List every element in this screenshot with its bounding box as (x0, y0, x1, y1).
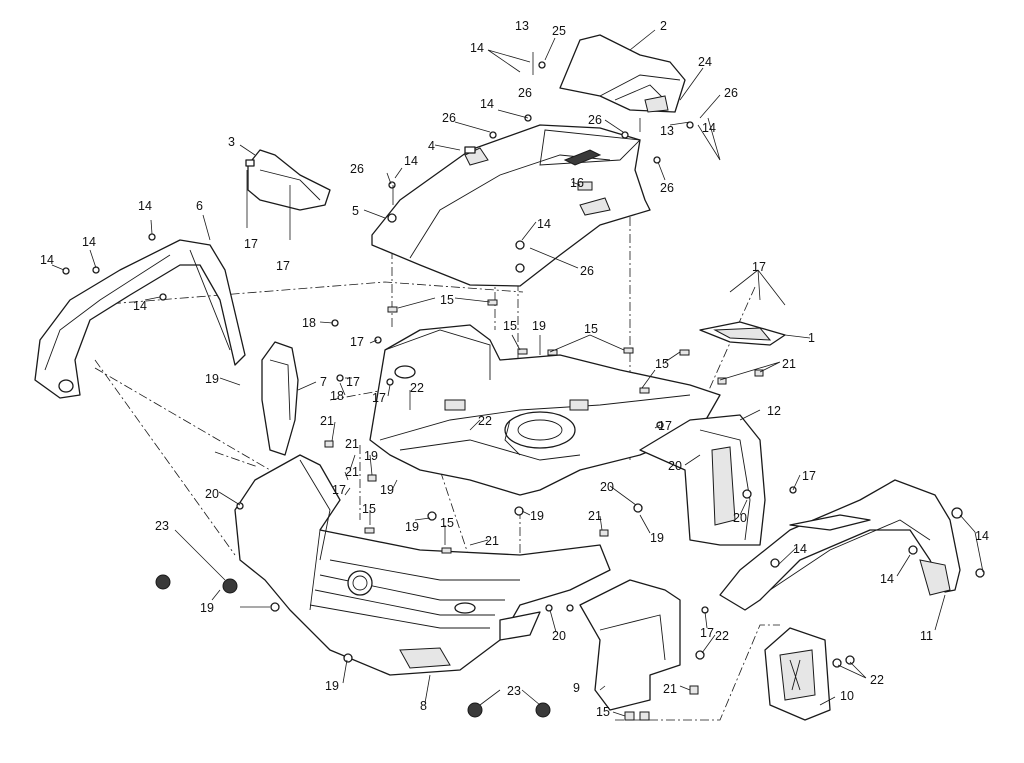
callout-4: 4 (428, 139, 435, 153)
leader-lines (51, 29, 984, 717)
part-3-bracket (247, 149, 331, 211)
part-1-panel (699, 321, 786, 346)
callout-1: 1 (808, 331, 815, 345)
callout-19d: 19 (380, 483, 394, 497)
callout-26d: 26 (588, 113, 602, 127)
callout-14l: 14 (793, 542, 807, 556)
callout-14g: 14 (82, 235, 96, 249)
part-6-front-rail (34, 239, 246, 399)
callout-17f: 17 (372, 391, 386, 405)
callout-9: 9 (573, 681, 580, 695)
callout-21f: 21 (485, 534, 499, 548)
callout-17i: 17 (332, 483, 346, 497)
callout-14e: 14 (537, 217, 551, 231)
callout-14a: 14 (470, 41, 484, 55)
callout-14d: 14 (404, 154, 418, 168)
part-5-hood (371, 124, 651, 287)
callout-19a: 19 (532, 319, 546, 333)
callout-19e: 19 (405, 520, 419, 534)
callout-21g: 21 (663, 682, 677, 696)
callout-20a: 20 (668, 459, 682, 473)
callout-17h: 17 (802, 469, 816, 483)
callout-17a: 17 (244, 237, 258, 251)
callout-12: 12 (767, 404, 781, 418)
callout-19c: 19 (364, 449, 378, 463)
callout-2: 2 (660, 19, 667, 33)
callout-13b: 13 (660, 124, 674, 138)
callout-26c: 26 (442, 111, 456, 125)
callout-26e: 26 (350, 162, 364, 176)
callout-18a: 18 (302, 316, 316, 330)
part-7-side-plate (261, 341, 299, 456)
callout-13a: 13 (515, 19, 529, 33)
part-10-grille-panel (764, 627, 831, 721)
callout-16: 16 (570, 176, 584, 190)
callout-19h: 19 (200, 601, 214, 615)
callout-11: 11 (920, 629, 933, 643)
callout-24: 24 (698, 55, 712, 69)
callout-22c: 22 (715, 629, 729, 643)
callout-14i: 14 (133, 299, 147, 313)
callout-5: 5 (352, 204, 359, 218)
callout-14f: 14 (138, 199, 152, 213)
callout-17c: 17 (752, 260, 766, 274)
callout-15c: 15 (584, 322, 598, 336)
callout-17b: 17 (276, 259, 290, 273)
callout-19g: 19 (650, 531, 664, 545)
callout-15d: 15 (655, 357, 669, 371)
callout-18b: 18 (330, 389, 344, 403)
callout-19b: 19 (205, 372, 219, 386)
callout-21d: 21 (345, 465, 359, 479)
callout-14j: 14 (975, 529, 989, 543)
callout-25: 25 (552, 24, 566, 38)
fasteners (62, 52, 985, 721)
callout-15e: 15 (362, 502, 376, 516)
callout-15g: 15 (596, 705, 610, 719)
callout-17g: 17 (658, 419, 672, 433)
callout-19i: 19 (325, 679, 339, 693)
callout-21c: 21 (345, 437, 359, 451)
part-9-lower-cover (579, 579, 681, 711)
callout-8: 8 (420, 699, 427, 713)
callout-21a: 21 (782, 357, 796, 371)
callout-14c: 14 (702, 121, 716, 135)
part-11-rear-fender (719, 479, 961, 611)
callout-17e: 17 (346, 375, 360, 389)
callout-7: 7 (320, 375, 327, 389)
callout-19f: 19 (530, 509, 544, 523)
callout-21e: 21 (588, 509, 602, 523)
callout-numbers: 2 13 25 14 24 26 14 26 26 13 14 26 4 3 26 14 16 26 5 14 6 14 1… (40, 19, 989, 719)
callout-3: 3 (228, 135, 235, 149)
callout-21b: 21 (320, 414, 334, 428)
callout-17j: 17 (700, 626, 714, 640)
callout-20c: 20 (733, 511, 747, 525)
callout-23a: 23 (155, 519, 169, 533)
callout-14h: 14 (40, 253, 54, 267)
callout-22a: 22 (410, 381, 424, 395)
callout-14k: 14 (880, 572, 894, 586)
part-12-rear-inner-fender (639, 414, 766, 546)
part-2-rear-cover (559, 34, 686, 113)
callout-10: 10 (840, 689, 854, 703)
callout-17d: 17 (350, 335, 364, 349)
callout-22d: 22 (870, 673, 884, 687)
callout-26f: 26 (660, 181, 674, 195)
callout-15f: 15 (440, 516, 454, 530)
callout-15a: 15 (440, 293, 454, 307)
callout-15b: 15 (503, 319, 517, 333)
callout-22b: 22 (478, 414, 492, 428)
callout-26a: 26 (518, 86, 532, 100)
callout-14b: 14 (480, 97, 494, 111)
main-body-tub (369, 324, 721, 496)
part-8-front-fascia (234, 454, 611, 676)
callout-26g: 26 (580, 264, 594, 278)
callout-26b: 26 (724, 86, 738, 100)
callout-20e: 20 (552, 629, 566, 643)
callout-20b: 20 (600, 480, 614, 494)
callout-20d: 20 (205, 487, 219, 501)
callout-6: 6 (196, 199, 203, 213)
callout-23b: 23 (507, 684, 521, 698)
